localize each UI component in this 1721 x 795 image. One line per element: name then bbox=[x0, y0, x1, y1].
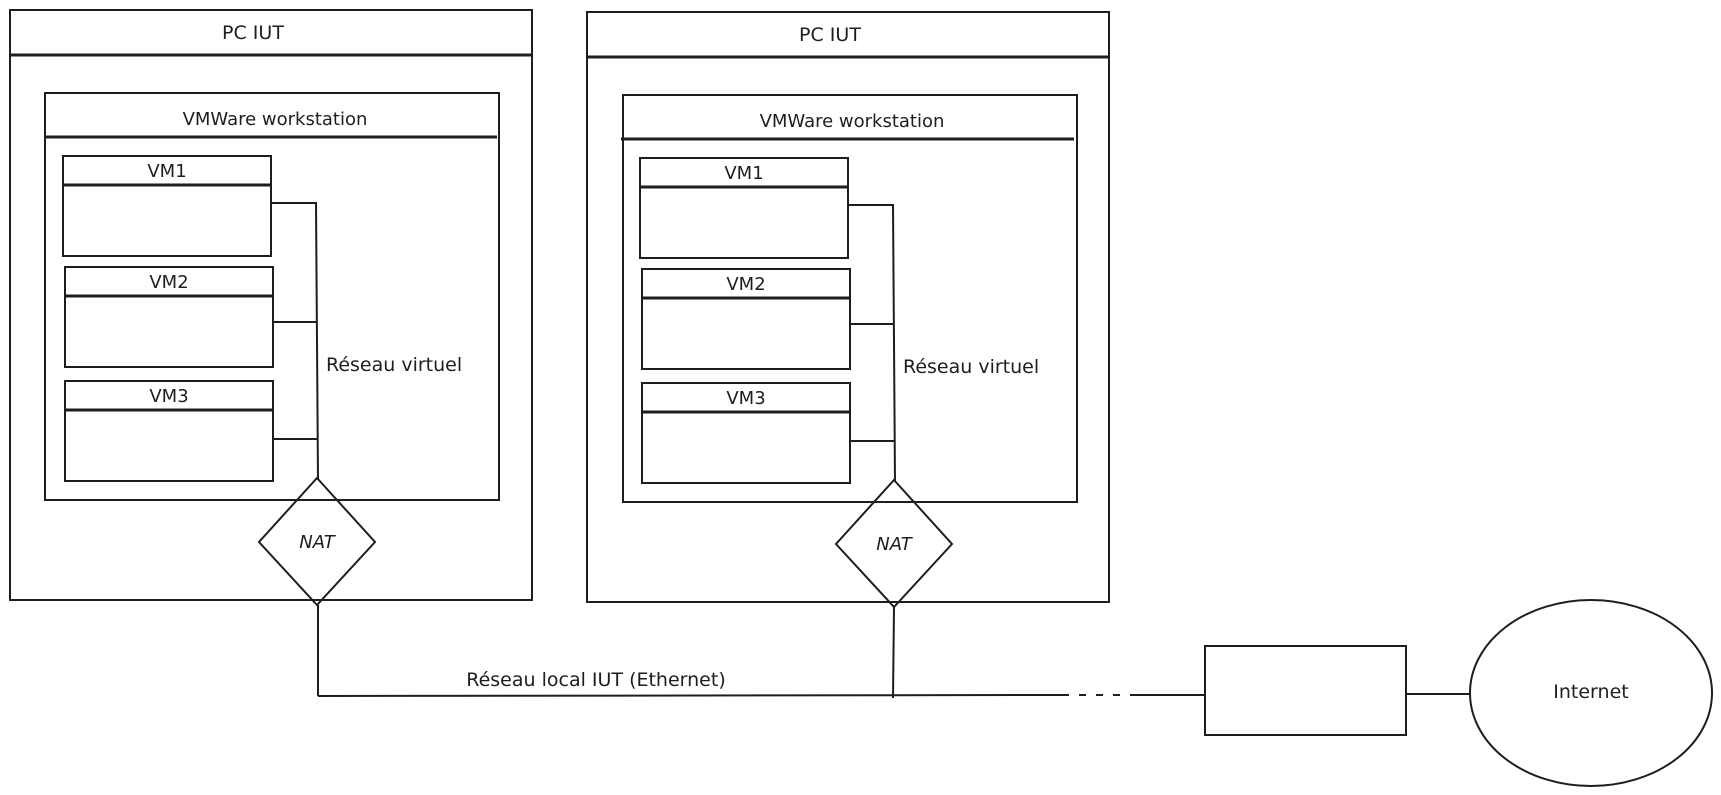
vm-box-2-1: VM1 bbox=[639, 157, 849, 259]
vm-box-1-3: VM3 bbox=[64, 380, 274, 482]
vm-box-2-3: VM3 bbox=[641, 382, 851, 484]
virtual-network-label-1: Réseau virtuel bbox=[326, 354, 462, 376]
vm-label-1-2: VM2 bbox=[149, 272, 188, 293]
vm-label-2-2: VM2 bbox=[726, 274, 765, 295]
internet-ellipse: Internet bbox=[1469, 599, 1713, 787]
internet-label: Internet bbox=[1553, 681, 1628, 703]
virtual-network-label-2: Réseau virtuel bbox=[903, 356, 1039, 378]
nat-diamond-2: NAT bbox=[834, 478, 954, 609]
vm-label-1-1: VM1 bbox=[147, 161, 186, 182]
vm-box-1-2: VM2 bbox=[64, 266, 274, 368]
proxy-label: Proxy université bbox=[1229, 681, 1382, 703]
pc-box-2: PC IUT bbox=[586, 11, 1110, 603]
hypervisor-box-1: VMWare workstation bbox=[44, 92, 500, 501]
nat-label-1: NAT bbox=[299, 532, 336, 553]
hypervisor-title-2: VMWare workstation bbox=[760, 111, 945, 132]
virtual-network-lines-2 bbox=[848, 204, 896, 483]
proxy-box: Proxy université bbox=[1204, 645, 1407, 736]
hypervisor-box-2: VMWare workstation bbox=[621, 94, 1078, 503]
nat-label-2: NAT bbox=[876, 534, 913, 555]
virtual-network-lines-1 bbox=[271, 202, 319, 481]
vm-box-2-2: VM2 bbox=[641, 268, 851, 370]
lan-label: Réseau local IUT (Ethernet) bbox=[466, 669, 726, 691]
pc-title-1: PC IUT bbox=[222, 22, 284, 44]
vm-label-2-1: VM1 bbox=[724, 163, 763, 184]
pc-title-2: PC IUT bbox=[799, 24, 861, 46]
vm-label-1-3: VM3 bbox=[149, 386, 188, 407]
hypervisor-title-1: VMWare workstation bbox=[183, 109, 368, 130]
vm-box-1-1: VM1 bbox=[62, 155, 272, 257]
vm-label-2-3: VM3 bbox=[726, 388, 765, 409]
lan-lines bbox=[317, 605, 1470, 699]
pc-box-1: PC IUT bbox=[9, 9, 533, 601]
nat-diamond-1: NAT bbox=[257, 476, 377, 607]
